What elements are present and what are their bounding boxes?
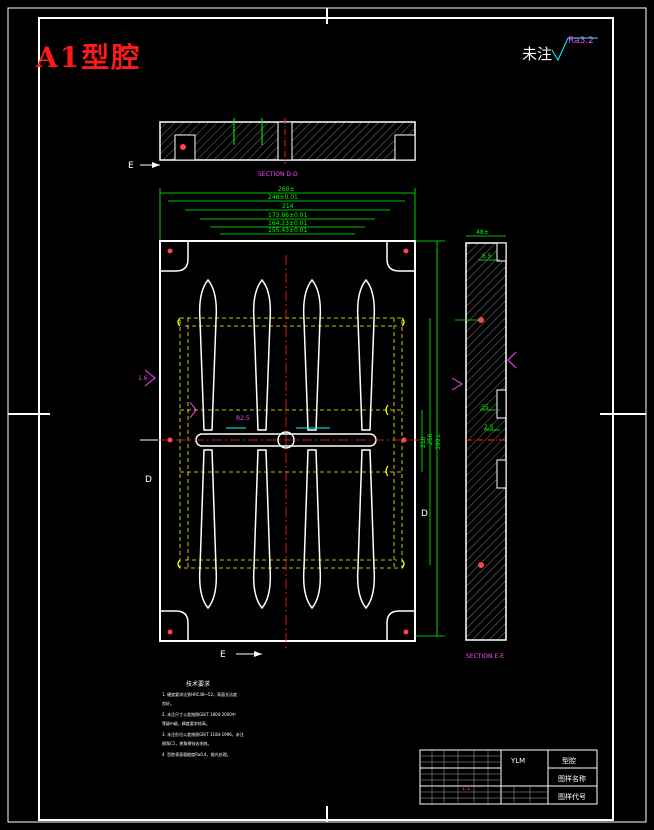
dim-width-3: 214 bbox=[282, 203, 294, 210]
section-d-d-view: SECTION D-D bbox=[159, 118, 416, 178]
dim-height-3: 399± bbox=[435, 434, 442, 450]
drawing-code: 图样代号 bbox=[558, 792, 586, 801]
note-line-2: 良好。 bbox=[162, 700, 174, 706]
dim-width-4: 173.86±0.01 bbox=[268, 212, 308, 219]
dim-width-5: 164.23±0.01 bbox=[268, 220, 308, 227]
technical-notes: 技术要求 1. 硬度要求达到HRC48~52，表面光洁度 良好。 2. 未注尺寸… bbox=[162, 680, 244, 757]
drawing-name: 图样名称 bbox=[558, 774, 586, 783]
dim-side-4: 2.5 bbox=[484, 424, 494, 431]
notes-heading: 技术要求 bbox=[186, 680, 210, 688]
frame-ticks bbox=[8, 8, 646, 822]
part-name: 型腔 bbox=[562, 756, 576, 765]
unspecified-note: 未注 bbox=[522, 45, 553, 63]
note-line-6: 倒角C1，棱角倒钝去毛刺。 bbox=[162, 740, 211, 746]
note-line-5: 3. 未注形位公差按照GB/T 1184-1996，未注 bbox=[162, 731, 244, 737]
title-block-text: YLM 型腔 图样名称 图样代号 1:1 bbox=[462, 756, 586, 801]
dimension-text-right: 250 210 399± bbox=[420, 433, 442, 450]
dim-height-1: 250 bbox=[427, 433, 434, 445]
section-marker-d-plan: D D bbox=[140, 439, 428, 519]
dimension-chain-right bbox=[415, 240, 445, 637]
roughness-symbol bbox=[551, 37, 598, 62]
note-line-4: 等级m级，精度要求较高。 bbox=[162, 720, 210, 726]
radius-label: R2.5 bbox=[236, 415, 250, 422]
part-number: YLM bbox=[510, 757, 525, 765]
section-d-d-label: SECTION D-D bbox=[258, 171, 298, 178]
note-line-3: 2. 未注尺寸公差按照GB/T 1804-2000中 bbox=[162, 711, 236, 717]
section-marker-e-top: E bbox=[128, 161, 160, 171]
dimension-chain-top bbox=[159, 188, 416, 240]
dim-side-3: 35 bbox=[481, 404, 489, 411]
section-marker-e-plan: E bbox=[220, 650, 262, 660]
note-line-7: 4. 型腔表面粗糙度Ra0.4，抛光处理。 bbox=[162, 751, 231, 757]
drawing-scale: 1:1 bbox=[462, 786, 470, 792]
section-e-e-view: 48± 6.5 35 2.5 SECTION E-E bbox=[451, 229, 517, 660]
cut-marker-e-top: E bbox=[128, 161, 134, 171]
drawing-title: A1型腔 bbox=[36, 41, 142, 74]
cut-marker-d-left: D bbox=[145, 475, 152, 485]
roughness-value: Ra3.2 bbox=[568, 36, 594, 46]
note-line-1: 1. 硬度要求达到HRC48~52，表面光洁度 bbox=[162, 691, 237, 697]
dim-width-total: 260± bbox=[278, 186, 294, 193]
dim-width-6: 155.43±0.01 bbox=[268, 227, 308, 234]
dimension-text-top: 260± 248±0.01 214 173.86±0.01 164.23±0.0… bbox=[268, 186, 308, 234]
section-e-e-label: SECTION E-E bbox=[466, 653, 504, 660]
dim-width-2: 248±0.01 bbox=[268, 194, 298, 201]
dim-side-top: 48± bbox=[476, 229, 489, 236]
cut-marker-e-bottom: E bbox=[220, 650, 226, 660]
title-block bbox=[419, 749, 598, 805]
dim-side-2: 6.5 bbox=[482, 253, 492, 260]
cavity-plate-plan bbox=[140, 240, 430, 650]
roughness-marks-plan bbox=[144, 369, 197, 419]
dim-height-2: 210 bbox=[420, 436, 427, 448]
cut-marker-d-right: D bbox=[421, 509, 428, 519]
roughness-value-plan: 1.6 bbox=[138, 375, 148, 382]
